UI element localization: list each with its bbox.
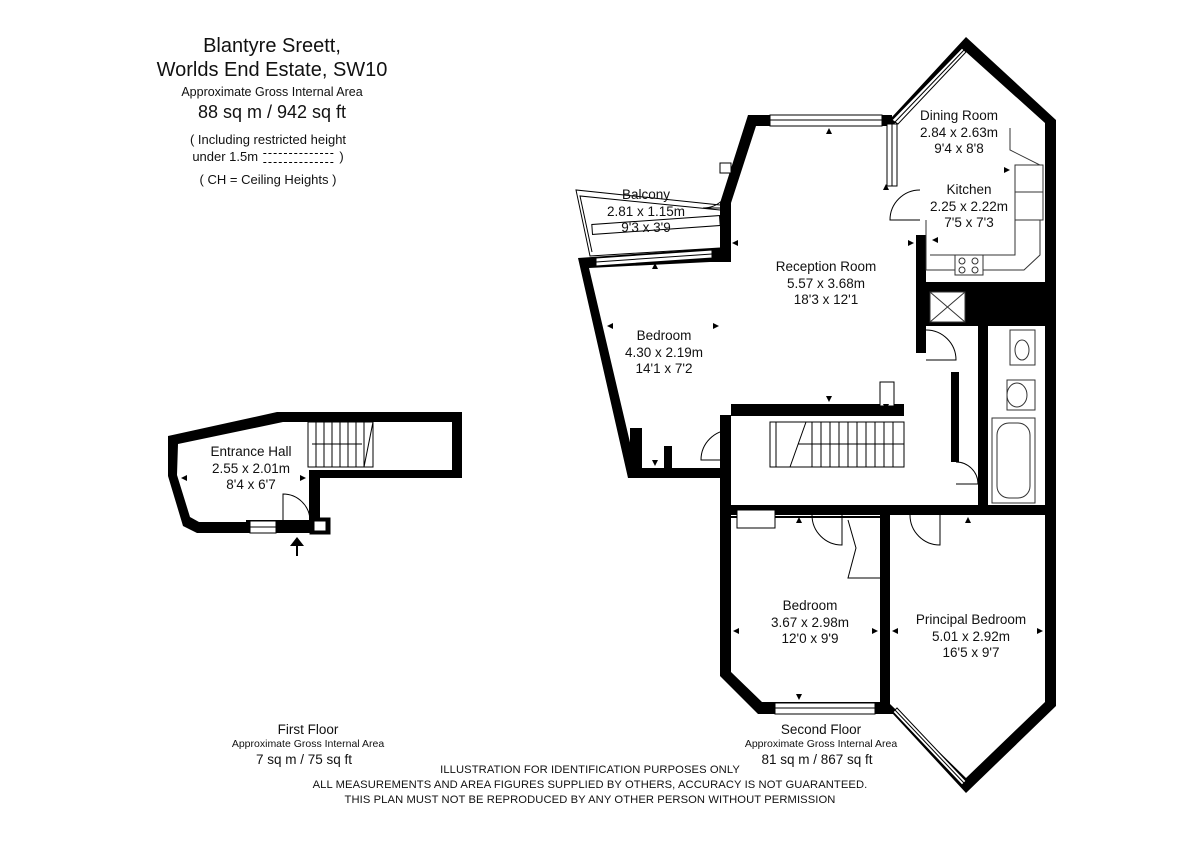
room-balcony: Balcony 2.81 x 1.15m 9'3 x 3'9 [607, 187, 685, 237]
room-metric: 2.55 x 2.01m [211, 460, 291, 476]
restricted-height-line-2: under 1.5m ) [192, 148, 343, 165]
first-floor-walls [168, 412, 462, 533]
room-principal-bedroom: Principal Bedroom 5.01 x 2.92m 16'5 x 9'… [916, 612, 1026, 662]
second-floor-doors [700, 179, 979, 579]
room-name: Entrance Hall [210, 444, 292, 459]
room-entrance-hall: Entrance Hall 2.55 x 2.01m 8'4 x 6'7 [210, 444, 291, 494]
room-imperial: 8'4 x 6'7 [226, 477, 276, 492]
room-imperial: 7'5 x 7'3 [944, 215, 994, 230]
floor-area: 7 sq m / 75 sq ft [255, 752, 353, 767]
room-imperial: 18'3 x 12'1 [793, 292, 859, 307]
room-name: Dining Room [919, 108, 999, 123]
disclaimer-line-3: THIS PLAN MUST NOT BE REPRODUCED BY ANY … [344, 794, 836, 806]
gross-area-value: 88 sq m / 942 sq ft [197, 102, 347, 122]
floor-area: 81 sq m / 867 sq ft [761, 752, 873, 767]
room-dining: Dining Room 2.84 x 2.63m 9'4 x 8'8 [920, 108, 998, 158]
restricted-height-legend-icon [263, 152, 334, 163]
disclaimer-line-1: ILLUSTRATION FOR IDENTIFICATION PURPOSES… [440, 764, 740, 776]
room-imperial: 12'0 x 9'9 [781, 631, 839, 646]
dining-bay-window [891, 47, 967, 125]
floor-area-label: Approximate Gross Internal Area [231, 738, 385, 750]
room-name: Bedroom [636, 328, 692, 343]
room-imperial: 16'5 x 9'7 [942, 645, 1000, 660]
room-bedroom-lower: Bedroom 3.67 x 2.98m 12'0 x 9'9 [771, 598, 849, 648]
floor-name: Second Floor [780, 722, 862, 737]
kitchen-counters [925, 128, 1044, 276]
ceiling-height-note: ( CH = Ceiling Heights ) [199, 172, 337, 187]
bedroom-left-window [595, 249, 713, 267]
reception-top-window [769, 114, 883, 127]
first-floor-plan [168, 412, 462, 556]
second-floor-plan [575, 37, 1056, 793]
bathroom-fixtures [929, 291, 1036, 504]
gross-area-label: Approximate Gross Internal Area [181, 85, 363, 99]
reception-side-window [719, 162, 732, 174]
balcony-railing [575, 189, 721, 257]
first-floor-stairs [307, 421, 374, 468]
restricted-height-close: ) [339, 149, 344, 164]
entrance-arrow-icon [290, 537, 304, 556]
room-imperial: 9'4 x 8'8 [934, 141, 984, 156]
second-floor-stairs [769, 421, 905, 468]
bedroom-lower-window [774, 702, 876, 715]
floor-name: First Floor [277, 722, 339, 737]
restricted-height-text: under 1.5m [192, 149, 259, 164]
room-name: Balcony [621, 187, 671, 202]
room-name: Principal Bedroom [915, 612, 1027, 627]
principal-bay-window [892, 707, 967, 786]
room-metric: 3.67 x 2.98m [770, 614, 850, 630]
room-metric: 5.57 x 3.68m [786, 275, 866, 291]
room-metric: 2.84 x 2.63m [919, 124, 999, 140]
room-reception: Reception Room 5.57 x 3.68m 18'3 x 12'1 [776, 259, 877, 309]
first-floor-markers [181, 475, 306, 481]
stair-landing-detail [879, 381, 895, 407]
room-name: Bedroom [782, 598, 838, 613]
entrance-door [282, 493, 331, 535]
room-metric: 5.01 x 2.92m [931, 628, 1011, 644]
room-bedroom-left: Bedroom 4.30 x 2.19m 14'1 x 7'2 [625, 328, 703, 378]
room-name: Kitchen [946, 182, 992, 197]
room-metric: 4.30 x 2.19m [624, 344, 704, 360]
restricted-height-line-1: ( Including restricted height [189, 132, 347, 147]
room-name: Reception Room [775, 259, 877, 274]
address-line-1: Blantyre Sreett, [203, 35, 341, 57]
second-floor-markers [607, 128, 1043, 700]
room-imperial: 14'1 x 7'2 [635, 361, 693, 376]
disclaimer-line-2: ALL MEASUREMENTS AND AREA FIGURES SUPPLI… [312, 779, 868, 791]
room-imperial: 9'3 x 3'9 [621, 220, 671, 235]
dining-left-window [886, 123, 898, 187]
room-kitchen: Kitchen 2.25 x 2.22m 7'5 x 7'3 [930, 182, 1008, 232]
address-line-2: Worlds End Estate, SW10 [156, 59, 388, 81]
floor-area-label: Approximate Gross Internal Area [744, 738, 898, 750]
room-metric: 2.81 x 1.15m [606, 203, 686, 219]
room-metric: 2.25 x 2.22m [929, 198, 1009, 214]
